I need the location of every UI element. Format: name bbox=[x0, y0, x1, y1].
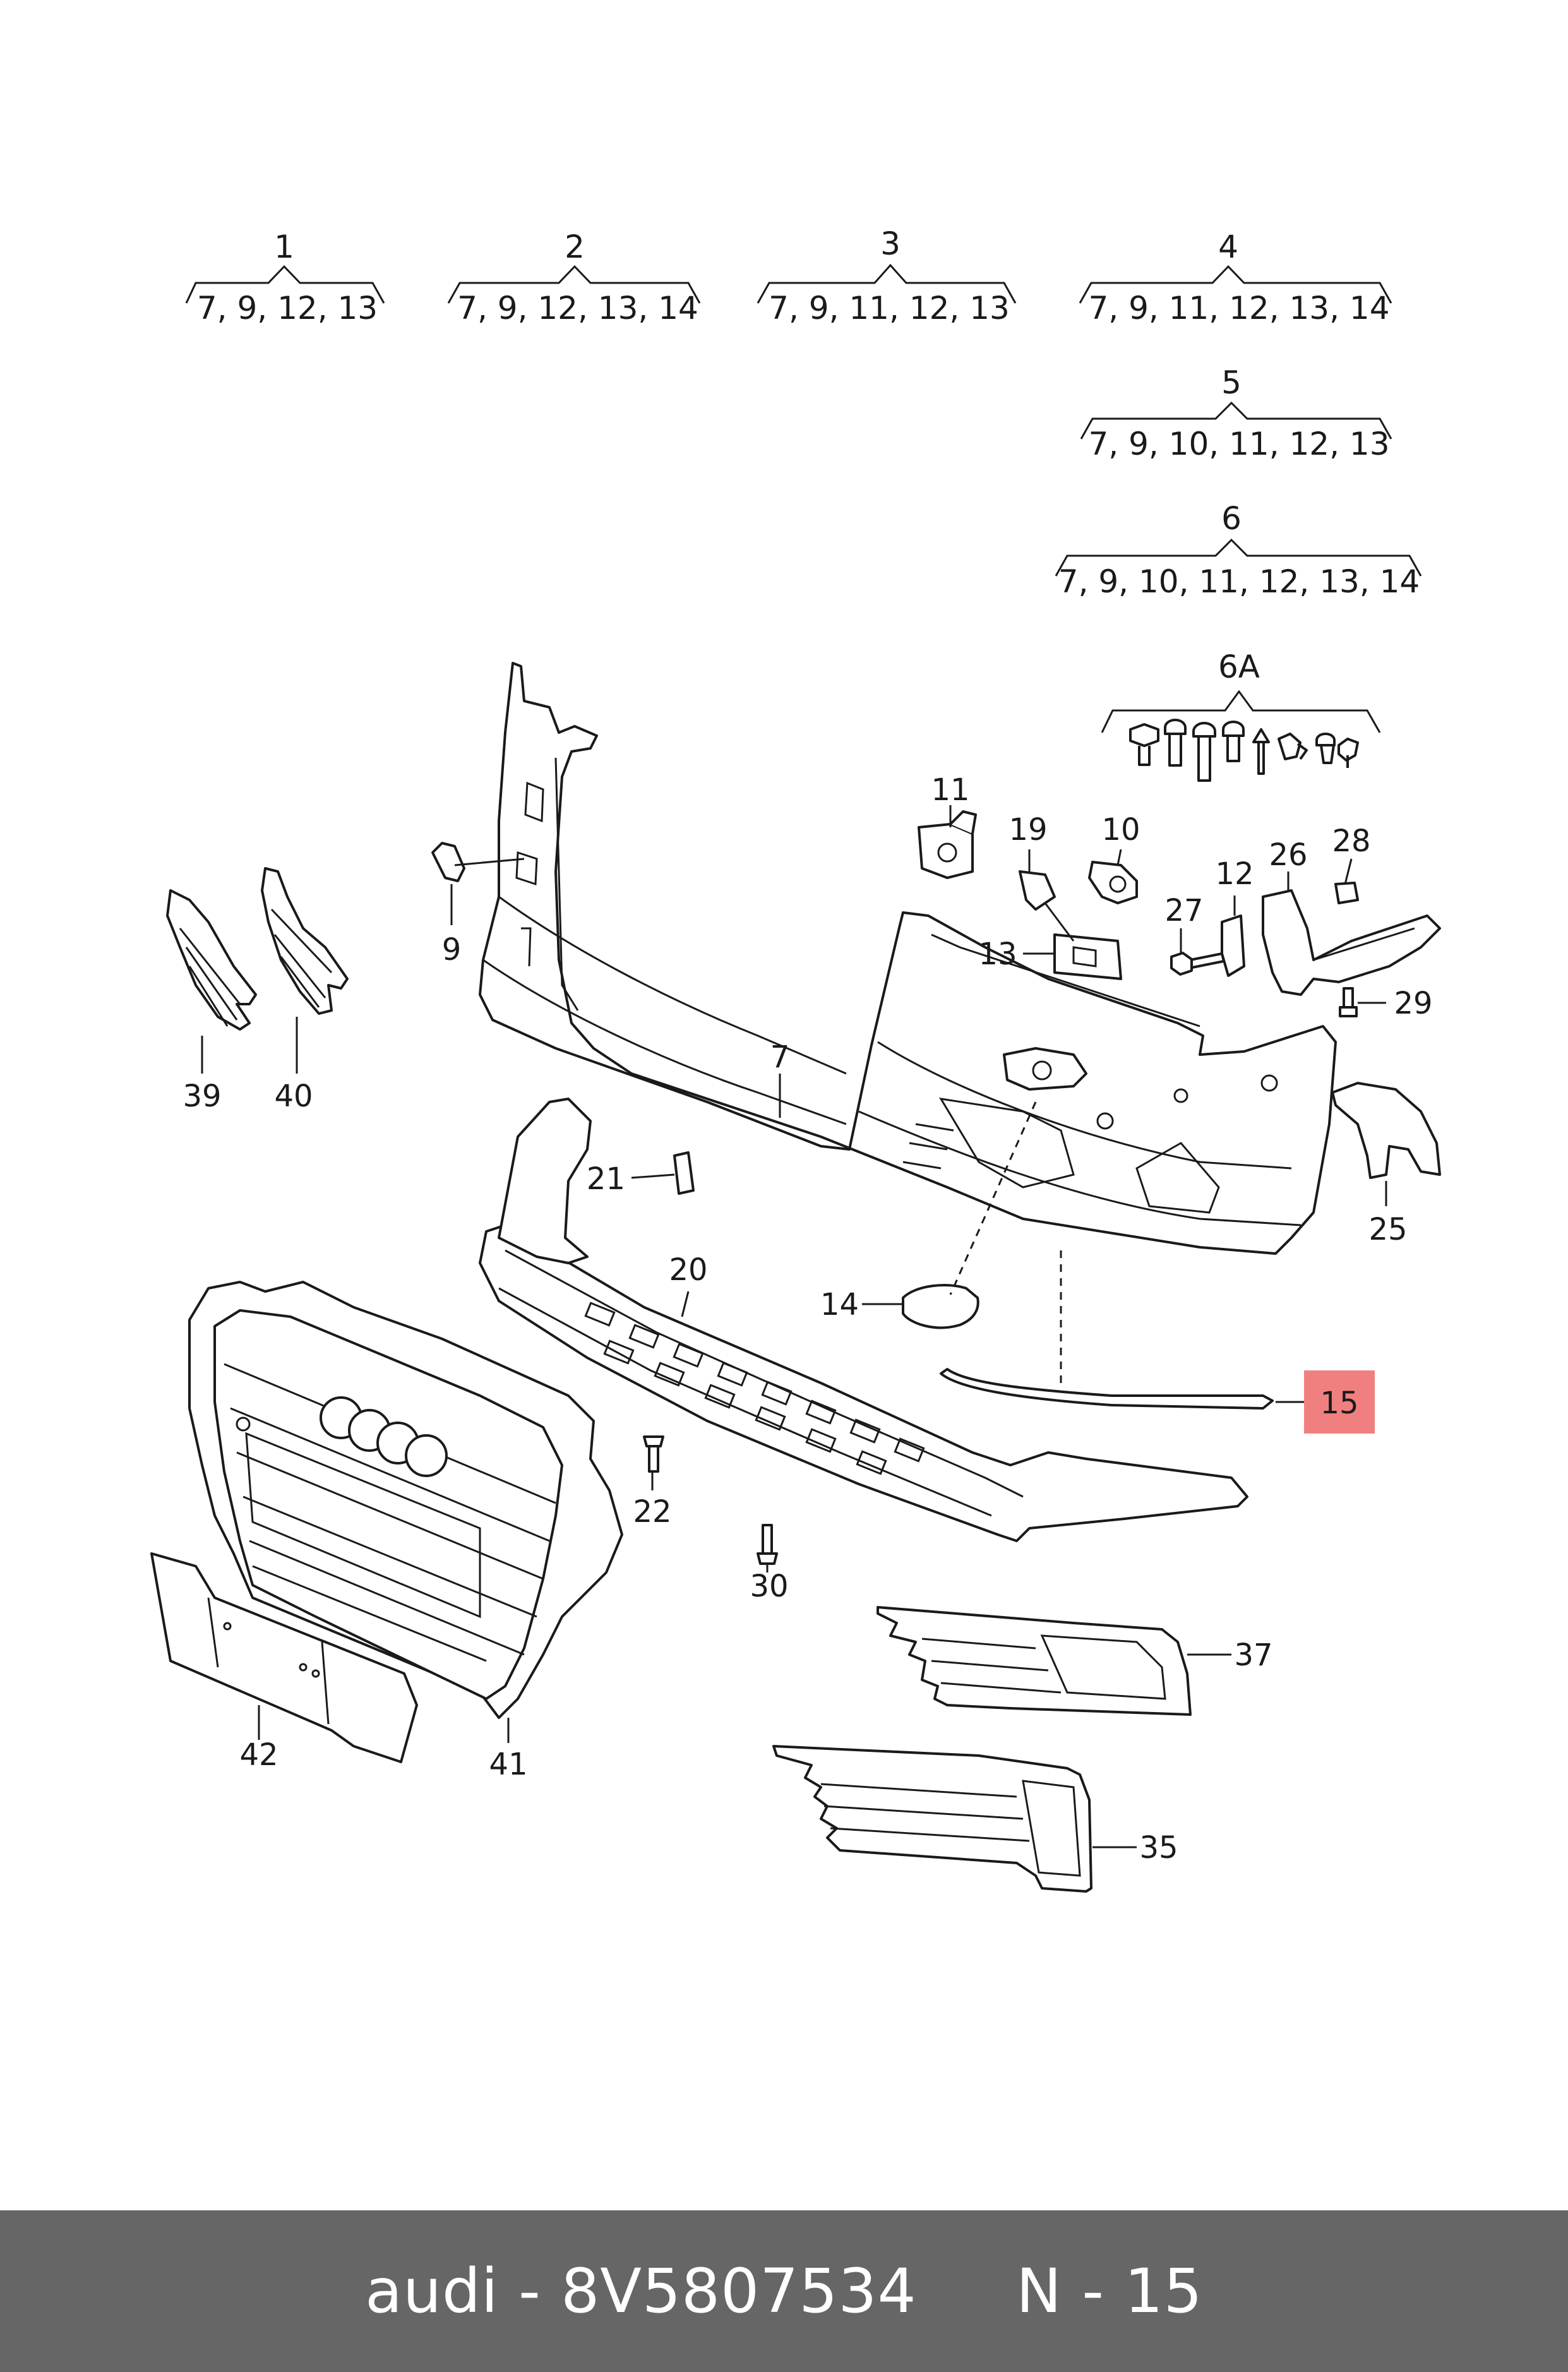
callouts: 9 7 11 19 10 13 12 27 26 28 29 25 20 21 … bbox=[183, 772, 1432, 1866]
callout-40: 40 bbox=[274, 1079, 313, 1114]
callout-41: 41 bbox=[489, 1747, 527, 1782]
screw-27 bbox=[1170, 952, 1225, 976]
trim-strip-15 bbox=[940, 1101, 1274, 1410]
highlight-box bbox=[1304, 1370, 1375, 1434]
grille-trim-14 bbox=[902, 1284, 979, 1329]
screw-30 bbox=[757, 1524, 778, 1565]
fog-grille-35 bbox=[772, 1745, 1092, 1893]
callout-37: 37 bbox=[1234, 1638, 1272, 1673]
group-items: 7, 9, 12, 13, 14 bbox=[457, 290, 698, 326]
group-2: 2 7, 9, 12, 13, 14 bbox=[447, 229, 701, 326]
highlighted-callout-15: 15 bbox=[1304, 1370, 1375, 1434]
callout-22: 22 bbox=[633, 1494, 671, 1530]
callout-9: 9 bbox=[442, 932, 462, 967]
radiator-grille-41 bbox=[188, 1281, 623, 1719]
group-number: 4 bbox=[1218, 229, 1238, 265]
callout-13: 13 bbox=[978, 937, 1017, 972]
bolt-29 bbox=[1339, 987, 1358, 1017]
callout-42: 42 bbox=[239, 1737, 278, 1773]
absorber-cells bbox=[584, 1302, 925, 1475]
callout-19: 19 bbox=[1008, 812, 1047, 848]
callout-7: 7 bbox=[770, 1039, 790, 1075]
callout-10: 10 bbox=[1101, 812, 1140, 848]
impact-absorber-20 bbox=[479, 1098, 1248, 1542]
group-number: 6A bbox=[1218, 649, 1260, 685]
group-number: 6 bbox=[1221, 500, 1242, 537]
screw-22 bbox=[643, 1435, 664, 1473]
callout-30: 30 bbox=[750, 1569, 788, 1604]
group-6a: 6A bbox=[1101, 649, 1381, 782]
footer-part-number: audi - 8V5807534 N - 15 bbox=[365, 2256, 1203, 2327]
guide-26 bbox=[1221, 914, 1245, 977]
tow-eye-cover-11 bbox=[918, 810, 977, 879]
callout-29: 29 bbox=[1394, 986, 1432, 1021]
side-trim-40 bbox=[261, 867, 349, 1015]
group-4: 4 7, 9, 11, 12, 13, 14 bbox=[1079, 229, 1392, 326]
group-6: 6 7, 9, 10, 11, 12, 13, 14 bbox=[1055, 500, 1422, 600]
callout-25: 25 bbox=[1368, 1212, 1407, 1247]
group-items: 7, 9, 12, 13 bbox=[197, 290, 378, 326]
nut-28 bbox=[1334, 882, 1359, 904]
leader-lines bbox=[201, 805, 1387, 1848]
clip-21 bbox=[673, 1151, 695, 1195]
audi-rings-logo bbox=[320, 1396, 448, 1477]
bracket-mount bbox=[1262, 889, 1441, 996]
callout-14: 14 bbox=[820, 1287, 859, 1322]
group-number: 2 bbox=[565, 229, 585, 265]
group-number: 5 bbox=[1221, 364, 1242, 401]
license-plate-bracket-42 bbox=[150, 1552, 418, 1763]
group-number: 1 bbox=[274, 229, 294, 265]
fog-grille-37 bbox=[877, 1606, 1192, 1716]
callout-35: 35 bbox=[1139, 1830, 1178, 1866]
callout-28: 28 bbox=[1332, 824, 1370, 859]
fastener-set-icon bbox=[1129, 719, 1359, 782]
parts-diagram: 1 7, 9, 12, 13 2 7, 9, 12, 13, 14 3 7, 9… bbox=[150, 225, 1441, 1893]
footer-bar: audi - 8V5807534 N - 15 bbox=[0, 2210, 1568, 2372]
callout-12-clip: 12 bbox=[1215, 856, 1254, 892]
group-3: 3 7, 9, 11, 12, 13 bbox=[757, 225, 1017, 326]
retainer-10 bbox=[1088, 861, 1138, 904]
callout-27: 27 bbox=[1164, 893, 1203, 928]
callout-15: 15 bbox=[1320, 1386, 1358, 1421]
group-items: 7, 9, 11, 12, 13 bbox=[769, 290, 1010, 326]
callout-21: 21 bbox=[587, 1161, 625, 1197]
group-items: 7, 9, 10, 11, 12, 13, 14 bbox=[1058, 563, 1420, 600]
group-1: 1 7, 9, 12, 13 bbox=[185, 229, 385, 326]
callout-39: 39 bbox=[183, 1079, 221, 1114]
clip-19 bbox=[1019, 870, 1056, 911]
group-5: 5 7, 9, 10, 11, 12, 13 bbox=[1080, 364, 1392, 462]
group-number: 3 bbox=[880, 225, 901, 262]
group-items: 7, 9, 10, 11, 12, 13 bbox=[1088, 426, 1389, 462]
callout-26: 26 bbox=[1269, 837, 1307, 873]
group-items: 7, 9, 11, 12, 13, 14 bbox=[1088, 290, 1389, 326]
callout-20: 20 bbox=[669, 1252, 707, 1288]
side-trim-39 bbox=[166, 889, 257, 1031]
plug-9 bbox=[431, 842, 465, 882]
bumper-cover bbox=[479, 662, 1337, 1255]
callout-11: 11 bbox=[931, 772, 969, 808]
bracket-13 bbox=[1053, 933, 1122, 980]
side-guide-25 bbox=[1331, 1082, 1441, 1179]
